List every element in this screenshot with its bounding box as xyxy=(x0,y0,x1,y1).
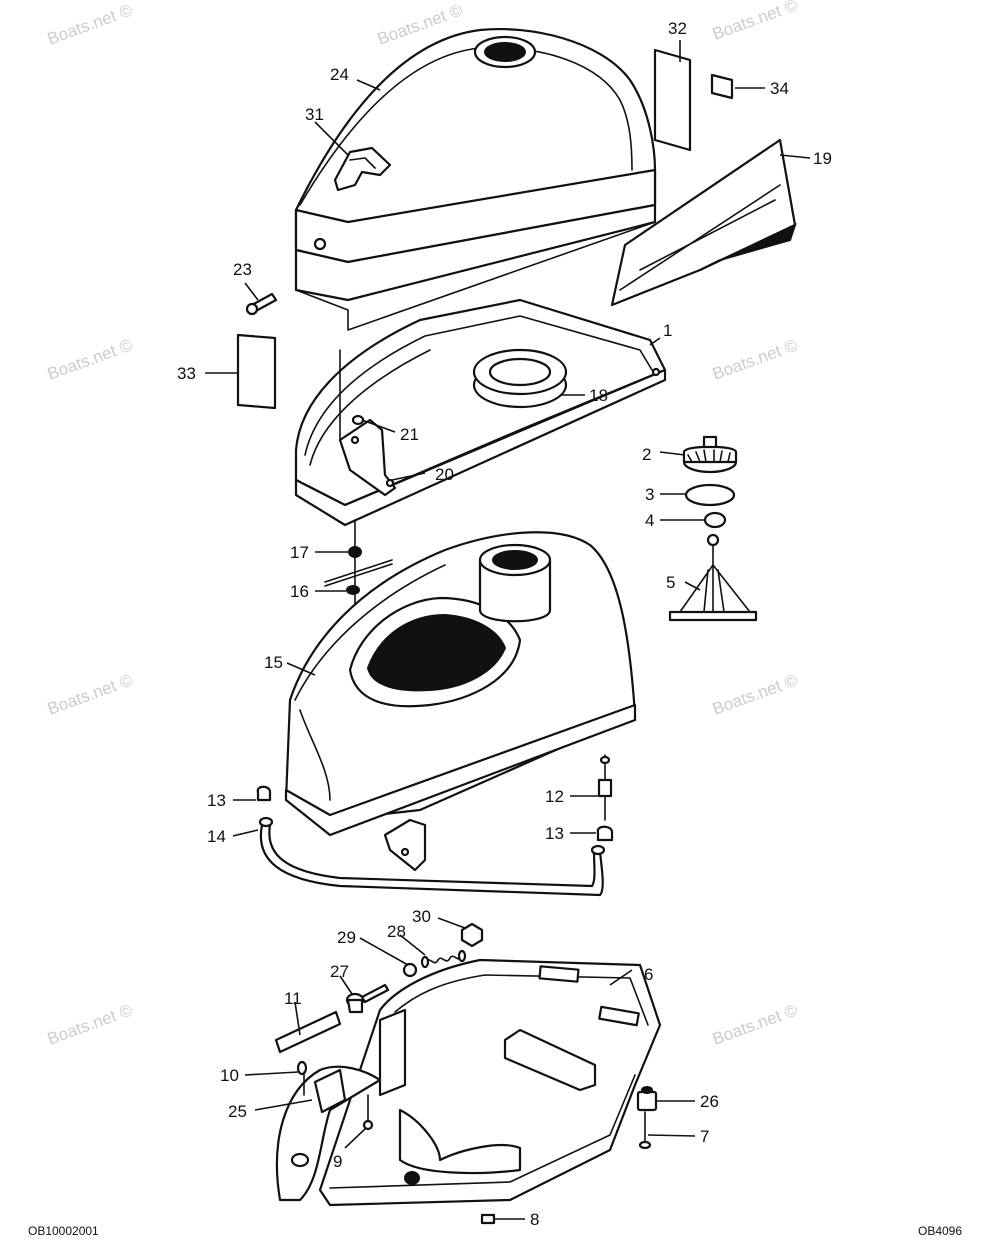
callout-21: 21 xyxy=(400,425,419,444)
part-18-grommet xyxy=(472,348,568,409)
callout-5: 5 xyxy=(666,573,675,592)
part-1-tray xyxy=(294,298,667,527)
callout-4: 4 xyxy=(645,511,654,530)
watermark: Boats.net © xyxy=(710,1000,801,1048)
watermark: Boats.net © xyxy=(45,335,136,383)
callout-8: 8 xyxy=(530,1210,539,1229)
part-12-fuel-fitting xyxy=(597,754,613,821)
callout-24: 24 xyxy=(330,65,349,84)
part-21-washer xyxy=(351,414,365,426)
callout-29: 29 xyxy=(337,928,356,947)
callout-11: 11 xyxy=(284,989,302,1008)
part-11-seal-strip xyxy=(274,1010,342,1054)
callout-17: 17 xyxy=(290,543,309,562)
watermark: Boats.net © xyxy=(710,670,801,718)
part-4-gasket xyxy=(703,511,727,529)
callout-25: 25 xyxy=(228,1102,247,1121)
callout-18: 18 xyxy=(589,386,608,405)
part-31-emblem xyxy=(333,146,392,192)
callout-14: 14 xyxy=(207,827,226,846)
watermark: Boats.net © xyxy=(45,1000,136,1048)
part-34-decal xyxy=(710,73,734,100)
part-33-decal xyxy=(236,333,277,410)
callout-3: 3 xyxy=(645,485,654,504)
callout-6: 6 xyxy=(644,965,653,984)
callout-15: 15 xyxy=(264,653,283,672)
part-2-filler-cap xyxy=(682,435,738,474)
part-23-screw xyxy=(245,292,278,316)
part-8-clip xyxy=(480,1213,496,1225)
callout-26: 26 xyxy=(700,1092,719,1111)
part-9-screw xyxy=(362,1094,374,1131)
part-16-washer xyxy=(346,585,360,595)
watermark: Boats.net © xyxy=(710,335,801,383)
callout-30: 30 xyxy=(412,907,431,926)
callout-19: 19 xyxy=(813,149,832,168)
callout-33: 33 xyxy=(177,364,196,383)
callout-13: 13 xyxy=(207,791,226,810)
part-30-nut xyxy=(460,922,484,948)
watermark: Boats.net © xyxy=(45,670,136,718)
callout-32: 32 xyxy=(668,19,687,38)
callout-16: 16 xyxy=(290,582,309,601)
callout-27: 27 xyxy=(330,962,349,981)
part-14-fuel-line xyxy=(258,816,606,897)
callout-23: 23 xyxy=(233,260,252,279)
callout-2: 2 xyxy=(642,445,651,464)
part-10-screw xyxy=(296,1060,308,1096)
part-6-lower-cowl xyxy=(318,958,662,1225)
callout-7: 7 xyxy=(700,1127,709,1146)
callout-20: 20 xyxy=(435,465,454,484)
part-7-screw xyxy=(638,1111,652,1150)
callout-31: 31 xyxy=(305,105,324,124)
callout-34: 34 xyxy=(770,79,789,98)
callout-labels: 1 2 3 4 5 6 7 8 9 10 11 12 13 13 14 15 1… xyxy=(177,19,832,1229)
watermark: Boats.net © xyxy=(45,0,136,48)
part-19-side-panel xyxy=(610,138,797,307)
part-27-screw xyxy=(345,983,390,1014)
part-28-spring xyxy=(420,949,467,969)
part-15-fuel-tank xyxy=(284,531,637,872)
callout-12: 12 xyxy=(545,787,564,806)
part-3-o-ring xyxy=(684,483,736,507)
part-25-bracket xyxy=(275,1065,382,1202)
part-26-knob xyxy=(636,1090,658,1112)
part-24-top-cowl xyxy=(294,27,657,331)
watermark: Boats.net © xyxy=(710,0,801,44)
callout-1: 1 xyxy=(663,321,672,340)
drawing-code-left: OB10002001 xyxy=(28,1224,99,1238)
callout-10: 10 xyxy=(220,1066,239,1085)
leader-lines xyxy=(205,40,811,1220)
part-13-clamp xyxy=(596,825,614,842)
callout-13: 13 xyxy=(545,824,564,843)
drawing-code-right: OB4096 xyxy=(918,1224,962,1238)
part-5-fuel-strainer xyxy=(668,533,758,622)
part-13-clamp xyxy=(256,785,272,802)
callout-9: 9 xyxy=(333,1152,342,1171)
part-32-decal xyxy=(653,48,692,152)
callout-28: 28 xyxy=(387,922,406,941)
part-29-washer xyxy=(402,962,418,978)
